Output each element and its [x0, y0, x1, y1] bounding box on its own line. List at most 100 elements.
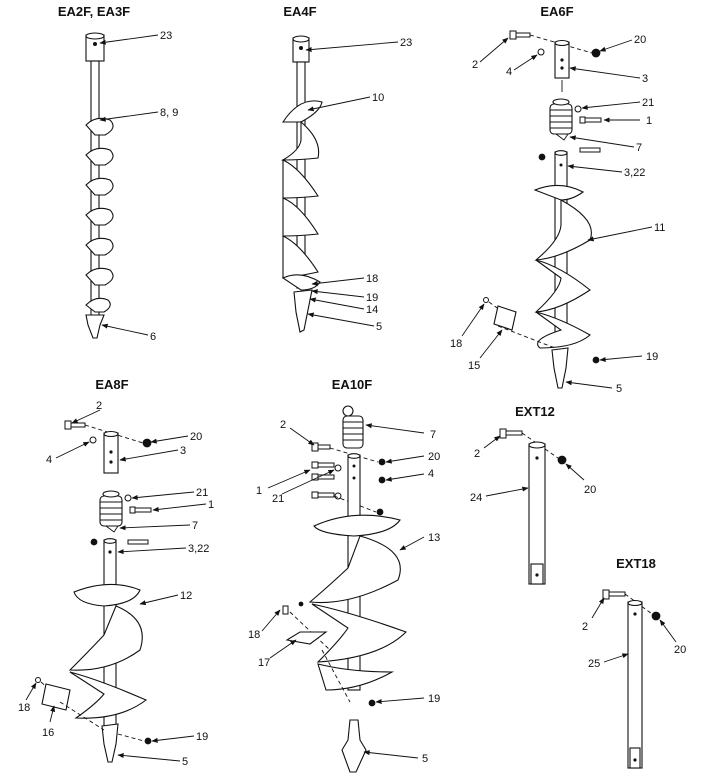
ea8f-callout-12: 12 [180, 590, 192, 602]
ea8f-callout-20: 20 [190, 431, 202, 443]
ea6f-nut-20 [591, 48, 601, 58]
ea8f-callout-3-22: 3,22 [188, 543, 209, 555]
ea8f-callout-21: 21 [196, 487, 208, 499]
ea10f-flighting-13 [308, 514, 408, 691]
ext18-assembly: EXT18 2 20 25 [582, 556, 686, 769]
ext18-tube-25 [627, 599, 643, 769]
ea4f-flighting [280, 100, 323, 291]
ea6f-point [551, 347, 569, 389]
ea8f-assembly: EA8F [18, 377, 214, 768]
ea2f-ea3f-title: EA2F, EA3F [58, 4, 130, 19]
ea10f-bolt-1 [311, 461, 335, 499]
ext12-callout-20: 20 [584, 484, 596, 496]
ea4f-callout-14: 14 [366, 304, 378, 316]
ea10f-point [341, 719, 367, 773]
ext12-bolt-2 [499, 428, 523, 439]
ext12-title: EXT12 [515, 404, 555, 419]
ea6f-adapter-3 [554, 39, 570, 79]
ea2f-ea3f-assembly: EA2F, EA3F 23 8, 9 6 [58, 4, 178, 343]
ea4f-callout-18: 18 [366, 273, 378, 285]
ea10f-title: EA10F [332, 377, 373, 392]
ea10f-washer-21 [334, 464, 342, 472]
ea6f-callout-3-22: 3,22 [624, 167, 645, 179]
ea8f-spring-7 [99, 490, 123, 533]
ea8f-callout-7: 7 [192, 520, 198, 532]
ea2f-callout-23: 23 [160, 30, 172, 42]
ea10f-assembly: EA10F [248, 377, 440, 773]
ea10f-bolt-2 [311, 442, 331, 452]
ea8f-callout-16: 16 [42, 727, 54, 739]
ext18-callout-2: 2 [582, 621, 588, 633]
ea6f-washer-21 [574, 105, 582, 113]
ea10f-callout-13: 13 [428, 532, 440, 544]
ea10f-callout-18: 18 [248, 629, 260, 641]
ea8f-bolt-1 [129, 506, 152, 514]
ea10f-callout-5: 5 [422, 753, 428, 765]
ea6f-callout-20: 20 [634, 34, 646, 46]
ea10f-callout-20: 20 [428, 451, 440, 463]
ea2f-flighting [85, 117, 114, 313]
ea10f-spring-7 [342, 405, 364, 449]
ea8f-callout-4: 4 [46, 454, 52, 466]
ea4f-callout-5: 5 [376, 321, 382, 333]
ea8f-callout-2: 2 [96, 400, 102, 412]
ea4f-title: EA4F [283, 4, 316, 19]
ea6f-callout-15: 15 [468, 360, 480, 372]
ea4f-callout-10: 10 [372, 92, 384, 104]
ea8f-bolt-2 [64, 420, 86, 430]
ea8f-flighting-12 [68, 583, 148, 719]
ext12-callout-2: 2 [474, 448, 480, 460]
ea6f-callout-2: 2 [472, 59, 478, 71]
ext18-bolt-2 [602, 589, 626, 600]
ea8f-callout-19: 19 [196, 731, 208, 743]
ea6f-callout-21: 21 [642, 97, 654, 109]
ext18-callout-20: 20 [674, 644, 686, 656]
ea4f-callout-23: 23 [400, 37, 412, 49]
ea8f-title: EA8F [95, 377, 128, 392]
ea6f-callout-19: 19 [646, 351, 658, 363]
ea8f-callout-3: 3 [180, 445, 186, 457]
ea6f-callout-18: 18 [450, 338, 462, 350]
ea8f-nut-20 [142, 438, 152, 448]
ea10f-tooth-17 [285, 631, 328, 645]
ext18-callout-25: 25 [588, 658, 600, 670]
ea10f-callout-4: 4 [428, 468, 434, 480]
ea6f-pin [579, 147, 601, 153]
ext12-assembly: EXT12 2 20 24 [470, 404, 596, 585]
ext12-tube-24 [528, 441, 546, 585]
ext18-title: EXT18 [616, 556, 656, 571]
ea4f-callout-19: 19 [366, 292, 378, 304]
ea6f-callout-1: 1 [646, 115, 652, 127]
ea6f-title: EA6F [540, 4, 573, 19]
ea10f-callout-1: 1 [256, 485, 262, 497]
ea4f-assembly: EA4F 23 10 18 19 14 5 [280, 4, 412, 333]
ea2f-point [85, 314, 105, 339]
ea10f-callout-2: 2 [280, 419, 286, 431]
ea6f-callout-11: 11 [654, 222, 665, 234]
ea6f-assembly: EA6F [450, 4, 665, 395]
ea6f-bolt-1 [579, 116, 602, 124]
ea6f-callout-7: 7 [636, 142, 642, 154]
ea6f-callout-4: 4 [506, 66, 512, 78]
ea2f-callout-8-9: 8, 9 [160, 107, 178, 119]
ea8f-point [101, 723, 119, 763]
ea6f-tooth-15 [493, 305, 517, 331]
ea10f-callout-21: 21 [272, 493, 284, 505]
ea8f-washer-21 [124, 494, 132, 502]
ea10f-callout-19: 19 [428, 693, 440, 705]
ea10f-callout-7: 7 [430, 429, 436, 441]
ea6f-callout-5: 5 [616, 383, 622, 395]
ea6f-spring-7 [549, 98, 573, 141]
ea6f-washer-4 [537, 48, 545, 56]
ea8f-callout-18: 18 [18, 702, 30, 714]
ea8f-adapter-3 [103, 430, 119, 474]
ea6f-flighting-11 [533, 184, 592, 349]
ea8f-washer-4 [89, 436, 97, 444]
ea2f-callout-6: 6 [150, 331, 156, 343]
ea4f-point [293, 289, 313, 333]
ea6f-bolt-2 [509, 30, 531, 40]
ea8f-callout-5: 5 [182, 756, 188, 768]
ea10f-callout-17: 17 [258, 657, 270, 669]
ext12-callout-24: 24 [470, 492, 482, 504]
